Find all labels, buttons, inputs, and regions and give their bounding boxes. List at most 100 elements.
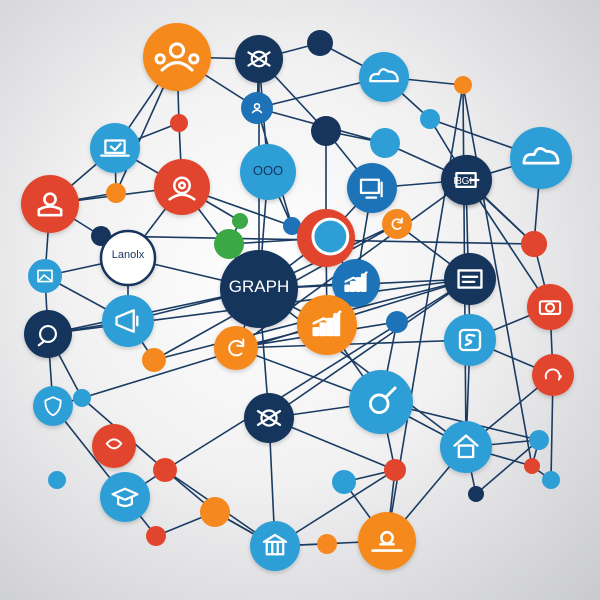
- node-monitor: [347, 163, 397, 213]
- node-layer: [21, 23, 574, 571]
- refresh-icon: [228, 338, 245, 357]
- node-orange-dot-c: [142, 348, 166, 372]
- dashboard-icon: [457, 269, 483, 289]
- node-cloud-upload-circle: [359, 52, 409, 102]
- node-blue-dot-a-circle: [283, 217, 301, 235]
- node-orange-dot-b: [107, 184, 125, 202]
- node-sky-dot-b: [420, 109, 440, 129]
- node-green-dot-circle: [232, 213, 248, 229]
- linux-label: Lanolx: [112, 249, 145, 261]
- node-orange-dot-f-circle: [317, 534, 337, 554]
- node-red-dot-a: [170, 114, 188, 132]
- node-dashboard: [444, 253, 496, 305]
- node-sky-dot-c-circle: [529, 430, 549, 450]
- node-location: [358, 512, 416, 570]
- node-red-dot-f: [384, 459, 406, 481]
- node-red-dot-d: [153, 458, 177, 482]
- node-red-dot-a-circle: [170, 114, 188, 132]
- node-sync-circle: [382, 209, 412, 239]
- node-green-dot: [232, 213, 248, 229]
- node-shield-circle: [33, 386, 73, 426]
- node-red-dot-d-circle: [153, 458, 177, 482]
- label-layer: GRAPH Lanolx OOO I8GH: [112, 163, 477, 296]
- node-laptop-circle: [90, 123, 140, 173]
- cloud-upload-icon: [369, 68, 399, 83]
- node-orange-dot-f: [317, 534, 337, 554]
- node-face: [154, 159, 210, 215]
- node-house-circle: [440, 421, 492, 473]
- node-building: [250, 521, 300, 571]
- node-green-big: [214, 229, 244, 259]
- node-navy-dot-c: [468, 486, 484, 502]
- node-orange-dot-d: [200, 497, 230, 527]
- node-red-dot-g-circle: [524, 458, 540, 474]
- node-grad: [100, 472, 150, 522]
- node-sky-dot-f-circle: [332, 470, 356, 494]
- node-chat: [24, 310, 72, 358]
- node-analytics: [349, 370, 413, 434]
- node-sky-dot-a: [370, 128, 400, 158]
- swirl-icon: [544, 368, 563, 381]
- house-icon: [453, 434, 479, 459]
- cloud-icon: [522, 147, 560, 165]
- camera-icon: [538, 300, 562, 315]
- node-sky-dot-d-circle: [48, 471, 66, 489]
- team-icon: [251, 102, 263, 114]
- monitor-icon: [359, 178, 383, 199]
- node-linux-circle: [99, 229, 157, 287]
- node-camera-circle: [527, 284, 573, 330]
- node-top-dot-circle: [307, 30, 333, 56]
- megaphone-icon: [115, 309, 139, 333]
- node-location-circle: [358, 512, 416, 570]
- node-camera: [527, 284, 573, 330]
- node-sky-dot-a-circle: [370, 128, 400, 158]
- node-people: [143, 23, 211, 91]
- center-label: GRAPH: [229, 277, 289, 296]
- node-sky-dot-b-circle: [420, 109, 440, 129]
- magnifier-icon: [369, 386, 397, 415]
- node-trend: [297, 295, 357, 355]
- node-red-dot-e-circle: [146, 526, 166, 546]
- node-red-dot-c: [521, 231, 547, 257]
- node-sync: [382, 209, 412, 239]
- node-cloud: [510, 127, 572, 189]
- node-center: [220, 250, 298, 328]
- node-analytics-circle: [349, 370, 413, 434]
- node-chat-circle: [24, 310, 72, 358]
- node-dollar: [444, 314, 496, 366]
- node-red-circle: [532, 354, 574, 396]
- node-image: [28, 259, 62, 293]
- location-icon: [371, 530, 403, 552]
- node-sky-dot-c: [529, 430, 549, 450]
- node-barchart: [332, 259, 380, 307]
- node-hub-circle: [441, 155, 491, 205]
- node-refresh-circle: [214, 326, 258, 370]
- node-network: [235, 35, 283, 83]
- node-hub: [441, 155, 491, 205]
- node-orange-dot-c-circle: [142, 348, 166, 372]
- server-icon: [455, 172, 480, 188]
- node-green-big-circle: [214, 229, 244, 259]
- node-center-circle: [220, 250, 298, 328]
- node-blue-dot-c: [386, 311, 408, 333]
- node-blue-dot-c-circle: [386, 311, 408, 333]
- node-sky-dot-g-circle: [542, 471, 560, 489]
- node-target: [297, 209, 355, 267]
- node-building-circle: [250, 521, 300, 571]
- node-dashboard-circle: [444, 253, 496, 305]
- node-gear-net: [244, 393, 294, 443]
- node-monitor-circle: [347, 163, 397, 213]
- node-doc: [92, 424, 136, 468]
- node-sky-dot-e-circle: [73, 389, 91, 407]
- gear-network-icon: [256, 409, 282, 427]
- node-orange-dot-e-circle: [454, 76, 472, 94]
- node-navy-dot-a: [311, 116, 341, 146]
- node-orange-dot-e: [454, 76, 472, 94]
- edge-dashboard-red-dot-d: [164, 278, 471, 471]
- laptop-icon: [100, 139, 130, 157]
- ooo-label: OOO: [253, 163, 283, 178]
- node-laptop: [90, 123, 140, 173]
- node-red-dot-g: [524, 458, 540, 474]
- node-navy-dot-a-circle: [311, 116, 341, 146]
